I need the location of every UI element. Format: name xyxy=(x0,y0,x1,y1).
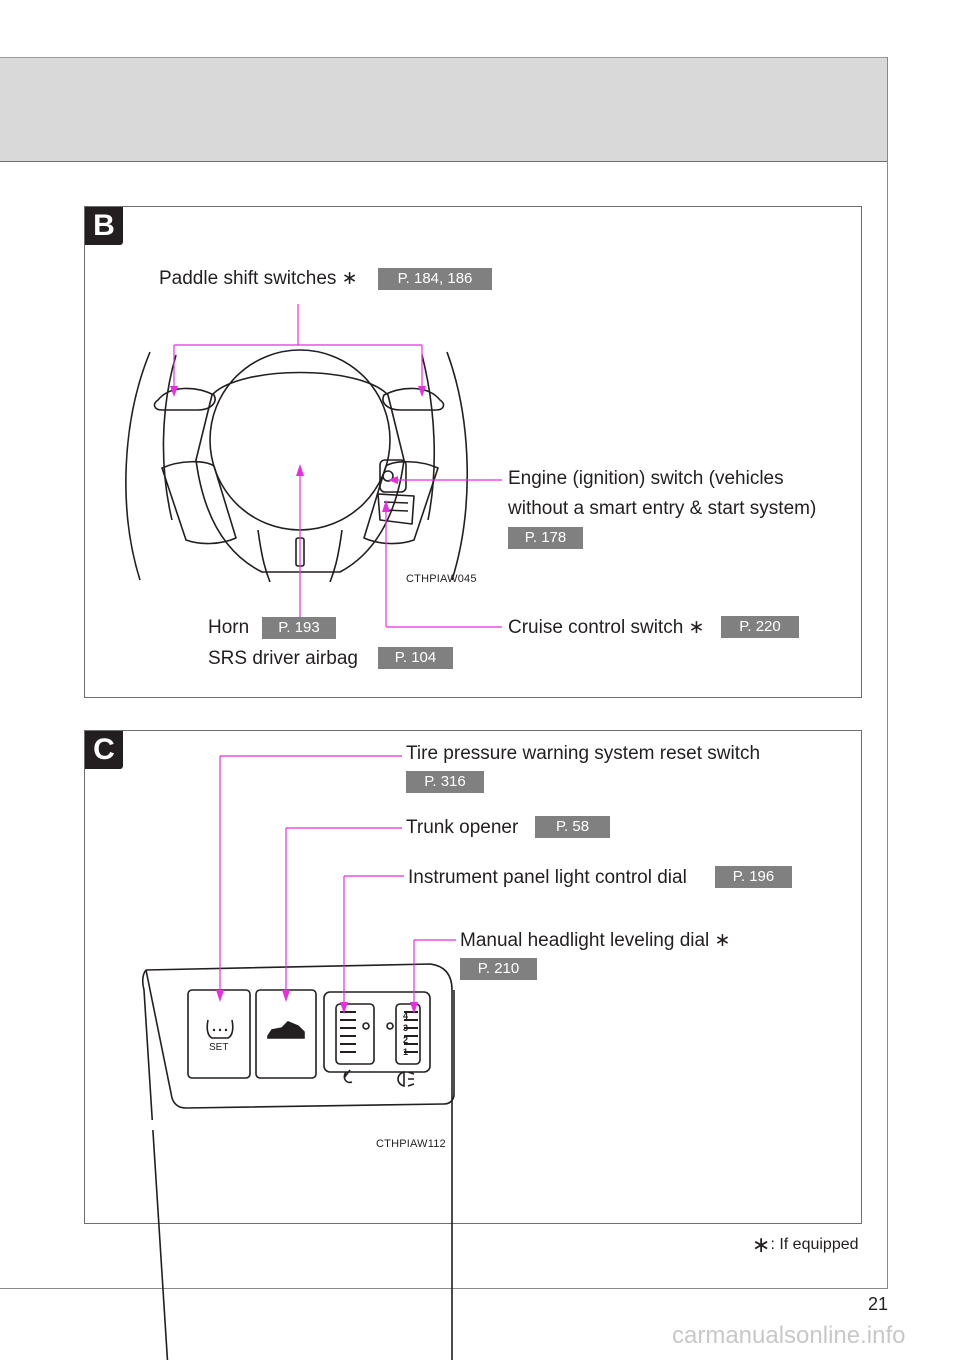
headlight-leveling-icon xyxy=(397,1070,415,1088)
tpms-icon xyxy=(206,1019,234,1039)
spoke-right xyxy=(363,460,439,545)
tpms-set-text: SET xyxy=(209,1042,229,1053)
paddle-right xyxy=(382,387,445,411)
paddle-page-ref[interactable]: P. 184, 186 xyxy=(378,268,492,290)
horn-label: Horn xyxy=(208,617,250,638)
cruise-page-ref[interactable]: P. 220 xyxy=(721,616,799,638)
wheel-rim-left-inner xyxy=(162,354,177,521)
wheel-rim-right xyxy=(446,351,468,581)
headlight-dial-numbers: 4 3 2 1 xyxy=(403,1011,409,1057)
spoke-left xyxy=(161,460,237,545)
section-c-badge: C xyxy=(85,731,123,769)
airbag-page-ref[interactable]: P. 104 xyxy=(378,647,453,669)
tire-pressure-page-ref[interactable]: P. 316 xyxy=(406,771,484,793)
engine-switch-label-line2: without a smart entry & start system) xyxy=(508,498,817,519)
bottom-rule xyxy=(0,1288,888,1289)
instrument-light-icon xyxy=(343,1069,353,1084)
headlight-leveling-label: Manual headlight leveling dial ∗ xyxy=(460,930,731,951)
wheel-rim-right-inner xyxy=(421,354,436,521)
tire-pressure-reset-label: Tire pressure warning system reset switc… xyxy=(406,743,761,764)
right-margin-rule xyxy=(887,57,888,1289)
switch-panel-outline xyxy=(141,963,453,1360)
instrument-light-page-ref[interactable]: P. 196 xyxy=(715,866,792,888)
instrument-light-dial-label: Instrument panel light control dial xyxy=(408,867,687,888)
cruise-control-label: Cruise control switch ∗ xyxy=(508,617,705,638)
paddle-shift-label: Paddle shift switches ∗ xyxy=(159,268,358,289)
equipped-star-icon: ∗ xyxy=(341,268,358,289)
section-b-image-code: CTHPIAW045 xyxy=(406,573,477,585)
trunk-car-icon xyxy=(267,1021,305,1039)
dial-housing xyxy=(323,991,431,1073)
engine-page-ref[interactable]: P. 178 xyxy=(508,527,583,549)
footnote: ∗: If equipped xyxy=(752,1232,859,1257)
wheel-rim-left xyxy=(125,351,151,581)
equipped-star-icon: ∗ xyxy=(752,1232,771,1257)
equipped-star-icon: ∗ xyxy=(714,930,731,951)
trunk-opener-page-ref[interactable]: P. 58 xyxy=(535,816,610,838)
header-band xyxy=(0,57,888,162)
paddle-left xyxy=(153,387,216,411)
equipped-star-icon: ∗ xyxy=(688,617,705,638)
trunk-opener-label: Trunk opener xyxy=(406,817,519,838)
horn-page-ref[interactable]: P. 193 xyxy=(262,617,336,639)
section-c-image-code: CTHPIAW112 xyxy=(376,1138,446,1150)
headlight-leveling-page-ref[interactable]: P. 210 xyxy=(460,958,537,980)
page-number: 21 xyxy=(868,1294,889,1314)
engine-switch-body xyxy=(379,459,407,493)
site-watermark: carmanualsonline.info xyxy=(672,1322,906,1349)
srs-airbag-label: SRS driver airbag xyxy=(208,648,358,669)
section-b-badge: B xyxy=(85,207,123,245)
engine-switch-label-line1: Engine (ignition) switch (vehicles xyxy=(508,468,784,489)
